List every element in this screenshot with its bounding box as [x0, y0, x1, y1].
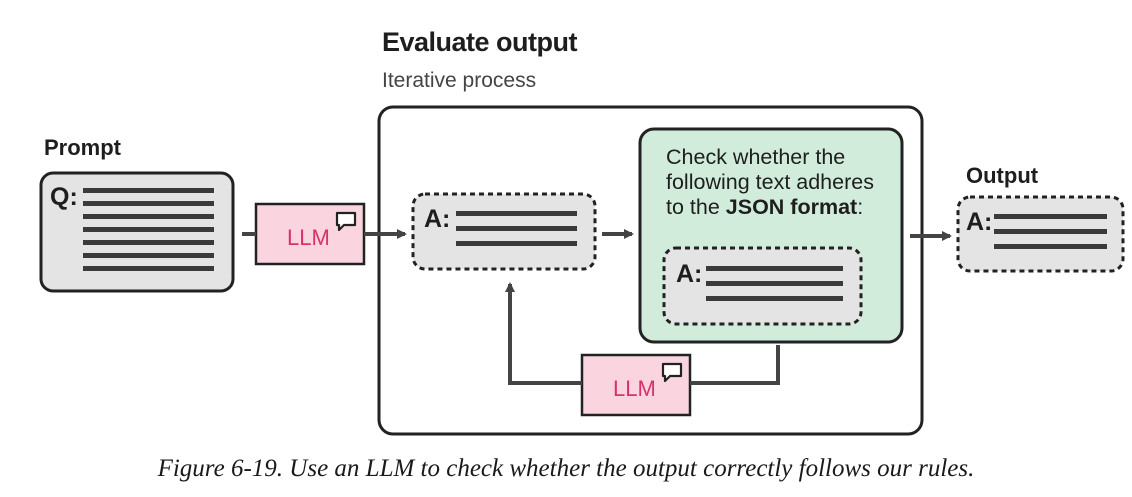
check-answer-prefix: A: — [676, 260, 703, 288]
answer-prefix: A: — [424, 205, 451, 233]
check-instruction: Check whether the following text adheres… — [666, 145, 896, 220]
check-text-bold: JSON format — [725, 195, 858, 219]
speech-bubble-icon — [661, 362, 683, 383]
output-text-lines — [994, 214, 1107, 249]
figure-caption: Figure 6-19. Use an LLM to check whether… — [157, 455, 975, 482]
prompt-text-lines — [83, 188, 214, 271]
llm-label-2: LLM — [613, 376, 656, 401]
evaluate-output-frame — [377, 105, 924, 436]
diagram-title: Evaluate output — [382, 27, 578, 57]
output-label: Output — [966, 163, 1039, 188]
answer-text-lines — [456, 211, 577, 246]
speech-bubble-icon — [335, 211, 357, 232]
check-answer-text-lines — [706, 266, 843, 301]
diagram-subtitle: Iterative process — [382, 69, 537, 92]
arrow-feedback-loop — [690, 345, 780, 385]
output-prefix: A: — [966, 208, 993, 236]
check-text-after: : — [857, 195, 864, 219]
check-text-before: Check whether the following text adheres… — [666, 145, 874, 219]
arrow-feedback-return — [505, 282, 582, 385]
llm-label-1: LLM — [287, 225, 330, 250]
prompt-prefix: Q: — [50, 183, 78, 211]
prompt-label: Prompt — [44, 135, 121, 160]
